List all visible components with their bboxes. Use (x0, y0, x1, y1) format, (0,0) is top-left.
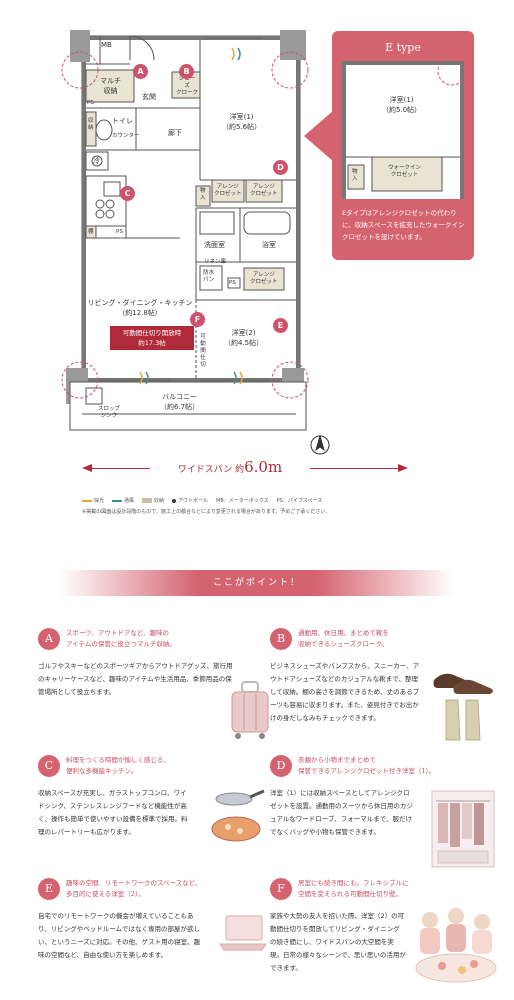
small-storage-label: 収 納 (88, 118, 94, 131)
fridge-label: 冷 (93, 157, 100, 165)
point-a-lead: スポーツ、アウトドアなど、趣味の アイテムの保管に役立つマルチ収納。 (66, 629, 176, 648)
etype-panel: E type 洋室(1) （約5.0帖） ウォークイン クロゼット 物 入 Eタ… (332, 31, 474, 260)
legend-item-storage: 収納 (142, 497, 164, 504)
ps-label-2: PS (116, 229, 123, 235)
multi-storage-label: マルチ 収納 (100, 77, 121, 95)
points-banner: ここがポイント！ (60, 570, 454, 596)
toilet-label: トイレ (112, 117, 133, 125)
legend-item-outpole: アウトポール (172, 497, 208, 504)
party-illustration (415, 908, 497, 983)
shoe-cloak-label: シュー ズ クローク (176, 76, 199, 96)
point-b-letter: B (270, 628, 292, 650)
western-room-2-label: 洋室(2) （約4.5帖） (224, 329, 264, 347)
point-f-body: 家族や大勢の友人を招いた際、洋室（2）の可動間仕切りを開放してリビング・ダイニン… (270, 912, 406, 972)
point-f-lead: 居室にも続き間にも。フレキシブルに 空間を変えられる可動間仕切り壁。 (298, 879, 409, 898)
etype-plan: 洋室(1) （約5.0帖） ウォークイン クロゼット 物 入 (342, 61, 464, 199)
etype-walkin-label: ウォークイン クロゼット (388, 165, 422, 178)
wide-span-label: ワイドスパン 約6.0m (150, 458, 310, 476)
point-c-body: 収納スペースが充実し、ガラストップコンロ、ワイドシンク、ステンレスレンジフードな… (38, 789, 188, 836)
point-c-lead: 料理をつくる時間が愉しく感じる、 便利な多機能キッチン。 (66, 756, 170, 775)
span-prefix: ワイドスパン 約 (177, 465, 245, 475)
washroom-label: 洗面室 (204, 241, 225, 249)
pin-e: E (273, 318, 288, 333)
legend: 採光 通風 収納 アウトポール MB：メーターボックス PS：パイプスペース (82, 497, 322, 504)
etype-title: E type (385, 41, 421, 54)
shelf-label: 棚 (88, 229, 94, 235)
point-a-letter: A (38, 628, 60, 650)
point-d-lead: 衣類から小物までまとめて 保管できるアレンジクロゼット付き洋室（1）。 (298, 756, 436, 775)
point-c-letter: C (38, 755, 60, 777)
hallway-label: 廊下 (168, 129, 182, 137)
counter-label: カウンター (112, 133, 140, 139)
etype-pointer (304, 110, 334, 162)
balcony-label: バルコニー （約6.7帖） (160, 393, 200, 411)
shoes-illustration (433, 673, 493, 741)
pin-a: A (133, 64, 148, 79)
laptop-illustration (219, 915, 267, 951)
ldk-label: リビング・ダイニング・キッチン （約12.8帖） (87, 299, 193, 317)
cookware-illustration (211, 789, 265, 842)
legend-item-ps: PS：パイプスペース (276, 498, 323, 504)
disclaimer-note: ※掲載の図面は設計段階のもので、施工上の都合などにより変更される場合があります。… (82, 509, 331, 515)
span-value: 6.0m (244, 458, 283, 476)
point-e-body: 自宅でのリモートワークの機会が増えていることもあり、リビングやベッドルームではな… (38, 912, 201, 959)
bathroom-label: 浴室 (262, 241, 276, 249)
etype-room-label: 洋室(1) （約5.0帖） (382, 96, 422, 114)
point-e-lead: 趣味の空間、リモートワークのスペースなど、 多目的に使える洋室（2）。 (66, 879, 202, 898)
point-e-letter: E (38, 878, 60, 900)
point-a-body: ゴルフやスキーなどのスポーツギアからアウトドアグッズ、旅行用のキャリーケースなど… (38, 662, 233, 696)
legend-item-wind: 通風 (112, 497, 134, 504)
arrange-closet-2-label: アレンジ クロゼット (250, 184, 278, 197)
arrange-closet-1-label: アレンジ クロゼット (214, 184, 242, 197)
pin-c: C (120, 186, 135, 201)
point-d-body: 洋室（1）には収納スペースとしてアレンジクロゼットを設置。通勤用のスーツから休日… (270, 789, 413, 836)
pin-f: F (190, 312, 205, 327)
entrance-label: 玄関 (142, 93, 156, 101)
western-room-1-label: 洋室(1) （約5.6帖） (222, 113, 262, 131)
ps-label-1: PS (87, 100, 94, 106)
point-b-lead: 通勤用、休日用、まとめて靴を 収納できるシューズクローク。 (298, 629, 389, 648)
point-f-letter: F (270, 878, 292, 900)
legend-item-mb: MB：メーターボックス (216, 498, 269, 504)
point-b-body: ビジネスシューズやパンプスから、スニーカー、アウトドアシューズなどのカジュアルな… (270, 662, 420, 722)
waterproof-pan-label: 防水 パン (203, 270, 215, 283)
floor-plan-drawing (61, 30, 408, 472)
closet-illustration (431, 790, 495, 868)
etype-plan-drawing (342, 61, 464, 199)
suitcase-illustration (231, 681, 269, 739)
ps-label-3: PS (229, 280, 236, 286)
floor-plan: MB マルチ 収納 シュー ズ クローク 玄関 PS 収 納 トイレ カウンター… (61, 30, 474, 515)
pin-b: B (179, 64, 194, 79)
slop-sink-label: スロップ シンク (98, 406, 121, 419)
etype-storage-label: 物 入 (352, 169, 358, 182)
storage-mono-label: 物 入 (200, 188, 206, 201)
movable-partition-label: 可動間仕切 (200, 334, 206, 368)
arrange-closet-3-label: アレンジ クロゼット (250, 272, 278, 285)
point-d-letter: D (270, 755, 292, 777)
open-partition-badge: 可動間仕切り開放時 約17.3帖 (110, 326, 194, 350)
mb-label: MB (101, 41, 112, 49)
pin-d: D (273, 160, 288, 175)
legend-item-light: 採光 (82, 497, 104, 504)
etype-description: Eタイプはアレンジクロゼットの代わりに、収納スペースを拡充したウォークインクロゼ… (342, 209, 465, 241)
linen-label: リネン庫 (204, 259, 227, 265)
